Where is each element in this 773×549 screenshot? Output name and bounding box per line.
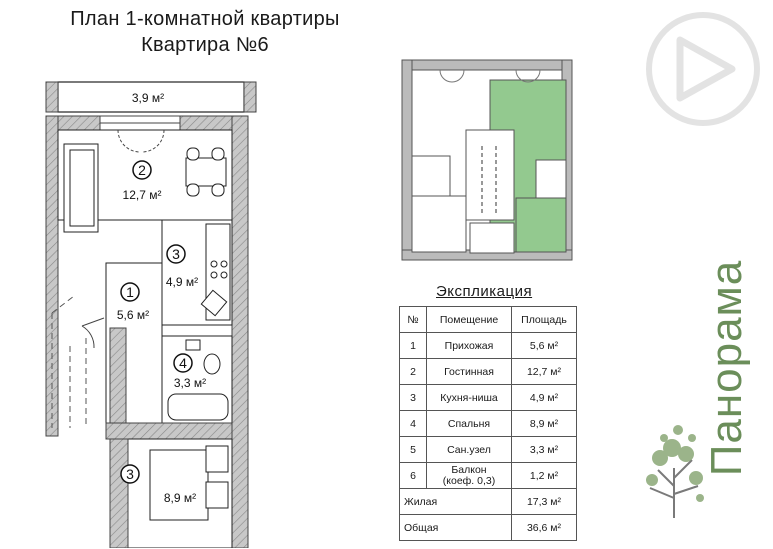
room-area: 4,9 м²: [166, 275, 198, 289]
plan-title: План 1-комнатной квартиры: [70, 8, 340, 30]
living-area: 17,3 м²: [511, 488, 577, 515]
room-number: 1: [126, 284, 134, 300]
room-area: 12,7 м²: [123, 188, 162, 202]
total-area-row: Общая 36,6 м²: [399, 514, 577, 541]
room-area: 3,3 м²: [174, 376, 206, 390]
room-name: Прихожая: [426, 332, 512, 359]
balcony: [57, 81, 245, 113]
header-cell: №: [399, 306, 427, 333]
row-number: 4: [399, 410, 427, 437]
room-name: Кухня-ниша: [426, 384, 512, 411]
header-cell: Помещение: [426, 306, 512, 333]
room-area-cell: 8,9 м²: [511, 410, 577, 437]
room-name-line1: Балкон: [451, 463, 487, 476]
key-plan: [401, 59, 573, 261]
room-name-line2: (коеф. 0,3): [442, 474, 496, 487]
room-area-cell: 4,9 м²: [511, 384, 577, 411]
floor-plan: 2 12,7 м² 3 4,9 м² 1 5,6 м² 4 3,3 м² 3 8…: [45, 81, 257, 548]
room-area-cell: 12,7 м²: [511, 358, 577, 385]
living-area-row: Жилая 17,3 м²: [399, 488, 577, 515]
explication-title: Экспликация: [436, 283, 533, 300]
room-number: 2: [138, 162, 146, 178]
row-number: 3: [399, 384, 427, 411]
header-cell: Площадь: [511, 306, 577, 333]
row-number: 2: [399, 358, 427, 385]
living-label: Жилая: [399, 488, 512, 515]
apartment-number: Квартира №6: [141, 34, 269, 56]
table-row: 4 Спальня 8,9 м²: [399, 410, 577, 437]
total-label: Общая: [399, 514, 512, 541]
room-name: Балкон (коеф. 0,3): [426, 462, 512, 489]
room-number: 4: [179, 355, 187, 371]
room-area: 5,6 м²: [117, 308, 149, 322]
room-area: 8,9 м²: [164, 491, 196, 505]
room-area-cell: 3,3 м²: [511, 436, 577, 463]
tree-icon: [646, 425, 704, 518]
room-number: 3: [126, 466, 134, 482]
table-row: 6 Балкон (коеф. 0,3) 1,2 м²: [399, 462, 577, 489]
dining-table-icon: [185, 157, 227, 187]
room-area-cell: 5,6 м²: [511, 332, 577, 359]
room-name: Спальня: [426, 410, 512, 437]
explication-table: № Помещение Площадь 1 Прихожая 5,6 м² 2 …: [399, 306, 577, 541]
table-row: 5 Сан.узел 3,3 м²: [399, 436, 577, 463]
bed-icon: [149, 449, 209, 521]
logo-icon: [646, 12, 760, 126]
table-row: 3 Кухня-ниша 4,9 м²: [399, 384, 577, 411]
room-area-cell: 1,2 м²: [511, 462, 577, 489]
room-number: 3: [172, 246, 180, 262]
room-name: Сан.узел: [426, 436, 512, 463]
row-number: 6: [399, 462, 427, 489]
balcony-area: 3,9 м²: [132, 91, 164, 105]
table-row: 1 Прихожая 5,6 м²: [399, 332, 577, 359]
row-number: 5: [399, 436, 427, 463]
total-area: 36,6 м²: [511, 514, 577, 541]
room-name: Гостинная: [426, 358, 512, 385]
table-header-row: № Помещение Площадь: [399, 306, 577, 333]
row-number: 1: [399, 332, 427, 359]
table-row: 2 Гостинная 12,7 м²: [399, 358, 577, 385]
